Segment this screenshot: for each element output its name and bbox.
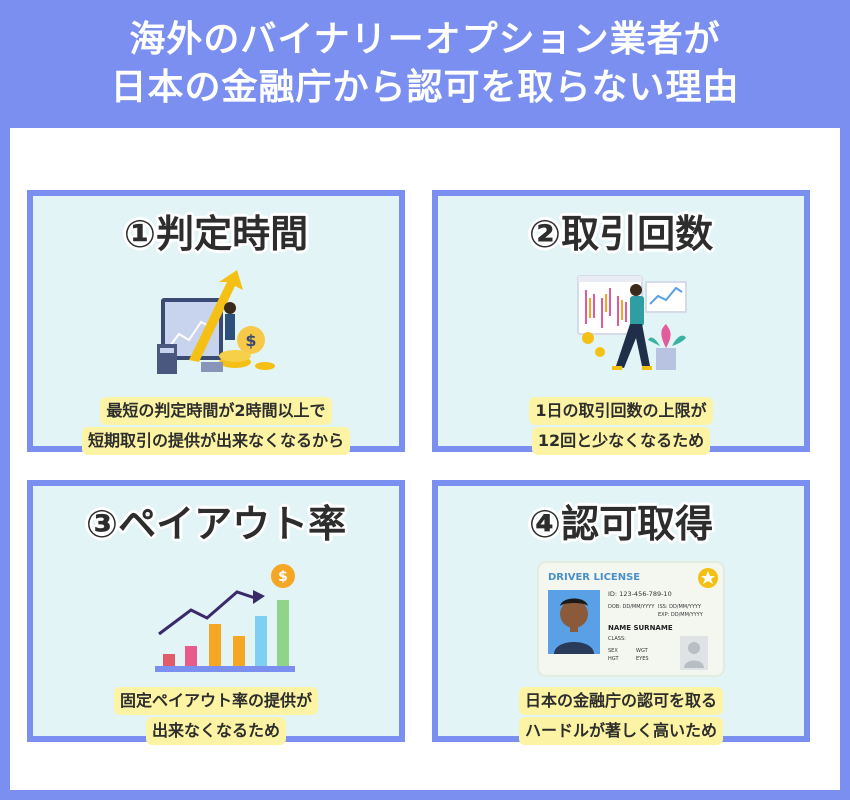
caption-line-1: 固定ペイアウト率の提供が bbox=[113, 687, 318, 715]
card-title: ①判定時間 bbox=[123, 212, 309, 256]
license-sex: SEX bbox=[608, 648, 618, 654]
license-eyes: EYES bbox=[636, 656, 649, 662]
card-caption: 最短の判定時間が2時間以上で 短期取引の提供が出来なくなるから bbox=[33, 396, 399, 456]
card-caption: 固定ペイアウト率の提供が 出来なくなるため bbox=[33, 686, 399, 746]
card-title: ④認可取得 bbox=[528, 502, 714, 546]
trader-phone-icon bbox=[577, 275, 687, 370]
card-trade-count: ②取引回数 1日の取引回数の上限が 12回と少なくなるため bbox=[432, 190, 810, 455]
license-card-icon: DRIVER LICENSE ID: 123-456-789-10 DOB: D… bbox=[537, 561, 725, 677]
page-title-line-1: 海外のバイナリーオプション業者が bbox=[129, 19, 721, 60]
card-caption: 1日の取引回数の上限が 12回と少なくなるため bbox=[438, 396, 804, 456]
license-dob: DOB: DD/MM/YYYY bbox=[608, 604, 655, 610]
card-title: ③ペイアウト率 bbox=[85, 502, 347, 546]
card-payout-rate: ③ペイアウト率 $ 固定ペイアウト率の提供が 出来なくなるため bbox=[27, 480, 405, 745]
bar-chart-icon: $ bbox=[155, 564, 295, 672]
svg-text:$: $ bbox=[245, 331, 256, 350]
card-title: ②取引回数 bbox=[528, 212, 714, 256]
license-iss: ISS: DD/MM/YYYY bbox=[658, 604, 702, 610]
license-exp: EXP: DD/MM/YYYY bbox=[658, 612, 704, 618]
page-header: 海外のバイナリーオプション業者が 日本の金融庁から認可を取らない理由 bbox=[0, 0, 850, 128]
license-name: NAME SURNAME bbox=[608, 624, 673, 632]
caption-line-1: 最短の判定時間が2時間以上で bbox=[100, 397, 332, 425]
license-id: ID: 123-456-789-10 bbox=[608, 590, 672, 598]
card-caption: 日本の金融庁の認可を取る ハードルが著しく高いため bbox=[438, 686, 804, 746]
chart-arrow-icon: $ bbox=[157, 270, 275, 374]
card-judgement-time: ①判定時間 $ 最短の判定時間が2時間以上で 短期取引の提供が出来なくなるから bbox=[27, 190, 405, 455]
license-class: CLASS: bbox=[608, 636, 626, 642]
caption-line-1: 1日の取引回数の上限が bbox=[529, 397, 713, 425]
caption-line-2: 出来なくなるため bbox=[145, 717, 286, 745]
page-title-line-2: 日本の金融庁から認可を取らない理由 bbox=[110, 67, 740, 108]
license-heading: DRIVER LICENSE bbox=[548, 572, 640, 583]
caption-line-2: 短期取引の提供が出来なくなるから bbox=[81, 427, 350, 455]
caption-line-2: 12回と少なくなるため bbox=[531, 427, 711, 455]
caption-line-1: 日本の金融庁の認可を取る bbox=[518, 687, 723, 715]
svg-text:$: $ bbox=[278, 569, 288, 585]
license-hgt: HGT bbox=[608, 656, 619, 662]
card-license-acquisition: ④認可取得 DRIVER LICENSE ID: 123-456-789-10 … bbox=[432, 480, 810, 745]
license-wgt: WGT bbox=[636, 648, 649, 654]
caption-line-2: ハードルが著しく高いため bbox=[518, 717, 723, 745]
